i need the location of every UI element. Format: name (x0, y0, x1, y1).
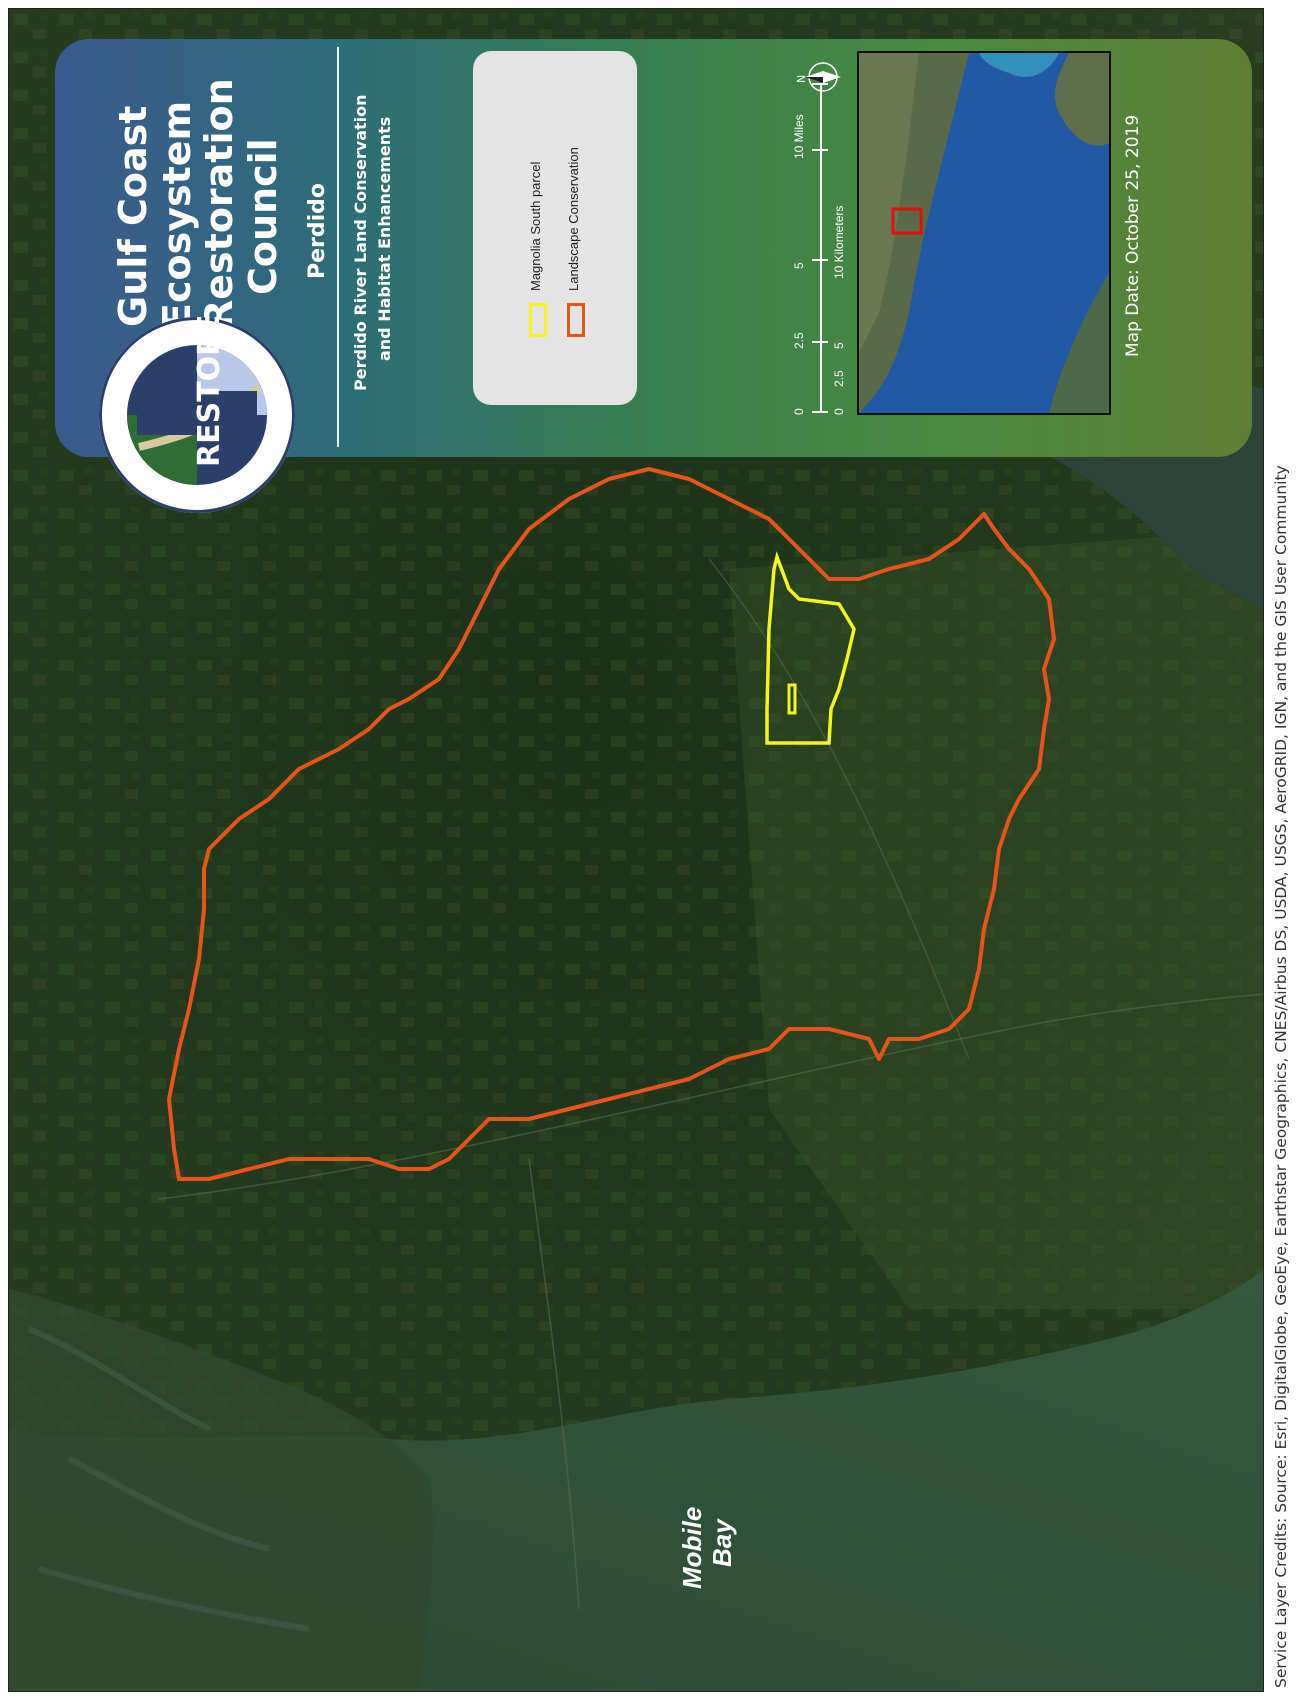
legend-swatch-landscape (567, 303, 585, 337)
magnolia-south-parcel-boundary[interactable] (765, 551, 856, 745)
scale-km-1: 2.5 (832, 370, 846, 387)
magnolia-south-parcel-inner[interactable] (787, 683, 797, 715)
scalebar-line (820, 83, 822, 413)
project-title-line2: and Habitat Enhancements (375, 116, 394, 361)
north-arrow: N (795, 53, 843, 101)
restore-logo-graphic: RESTORE (127, 312, 267, 485)
legend-label-parcel: Magnolia South parcel (528, 161, 543, 291)
project-title-line1: Perdido River Land Conservation (351, 94, 370, 391)
council-title-line2: Ecosystem (155, 100, 199, 329)
north-label: N (795, 74, 808, 83)
inset-location-marker (891, 207, 923, 235)
north-arrow-icon (805, 62, 841, 92)
scalebar-tick (812, 341, 828, 343)
scale-km-2: 5 (832, 342, 846, 349)
council-title-line1: Gulf Coast (111, 105, 155, 327)
map-frame[interactable]: Mobile Bay Gulf Coast Ecosystem Restorat… (8, 8, 1264, 1692)
mobile-bay-label-line2: Bay (707, 1518, 737, 1567)
legend-box: Magnolia South parcel Landscape Conserva… (473, 51, 637, 405)
scalebar-tick (812, 83, 828, 85)
scale-km-3: 10 Kilometers (832, 205, 846, 279)
inset-map (857, 51, 1111, 415)
map-date: Map Date: October 25, 2019 (1123, 114, 1143, 357)
credits-strip: Service Layer Credits: Source: Esri, Dig… (1264, 0, 1302, 1700)
road (158, 993, 1263, 1200)
scalebar-tick (812, 411, 828, 413)
legend-label-landscape: Landscape Conservation (566, 147, 581, 291)
region-label: Perdido (305, 182, 330, 279)
restore-logo: RESTORE (99, 312, 295, 513)
title-panel: Gulf Coast Ecosystem Restoration Council… (55, 39, 1252, 513)
logo-center-text: RESTORE (192, 317, 227, 467)
scale-miles-1: 2.5 (792, 332, 806, 349)
road (528, 1158, 580, 1610)
panel-divider (337, 47, 339, 447)
scalebar: 0 2.5 5 10 Miles 0 2.5 5 10 Kilometers (790, 79, 850, 419)
scale-miles-0: 0 (792, 408, 806, 415)
council-title-line3: Restoration (197, 78, 241, 329)
service-layer-credits: Service Layer Credits: Source: Esri, Dig… (1272, 465, 1290, 1688)
mobile-bay-label-line1: Mobile (677, 1507, 707, 1589)
scale-miles-3: 10 Miles (792, 114, 806, 159)
farmland-zone (729, 529, 1263, 1309)
scale-km-0: 0 (832, 408, 846, 415)
delta-channels (27, 1326, 310, 1632)
legend-swatch-parcel (529, 303, 547, 337)
landscape-conservation-boundary[interactable] (167, 467, 1056, 1181)
council-title-line4: Council (241, 138, 285, 295)
inset-map-graphic (859, 53, 1109, 413)
scalebar-tick (812, 259, 828, 261)
scalebar-tick (812, 149, 828, 151)
scale-miles-2: 5 (792, 262, 806, 269)
road (708, 558, 970, 1060)
